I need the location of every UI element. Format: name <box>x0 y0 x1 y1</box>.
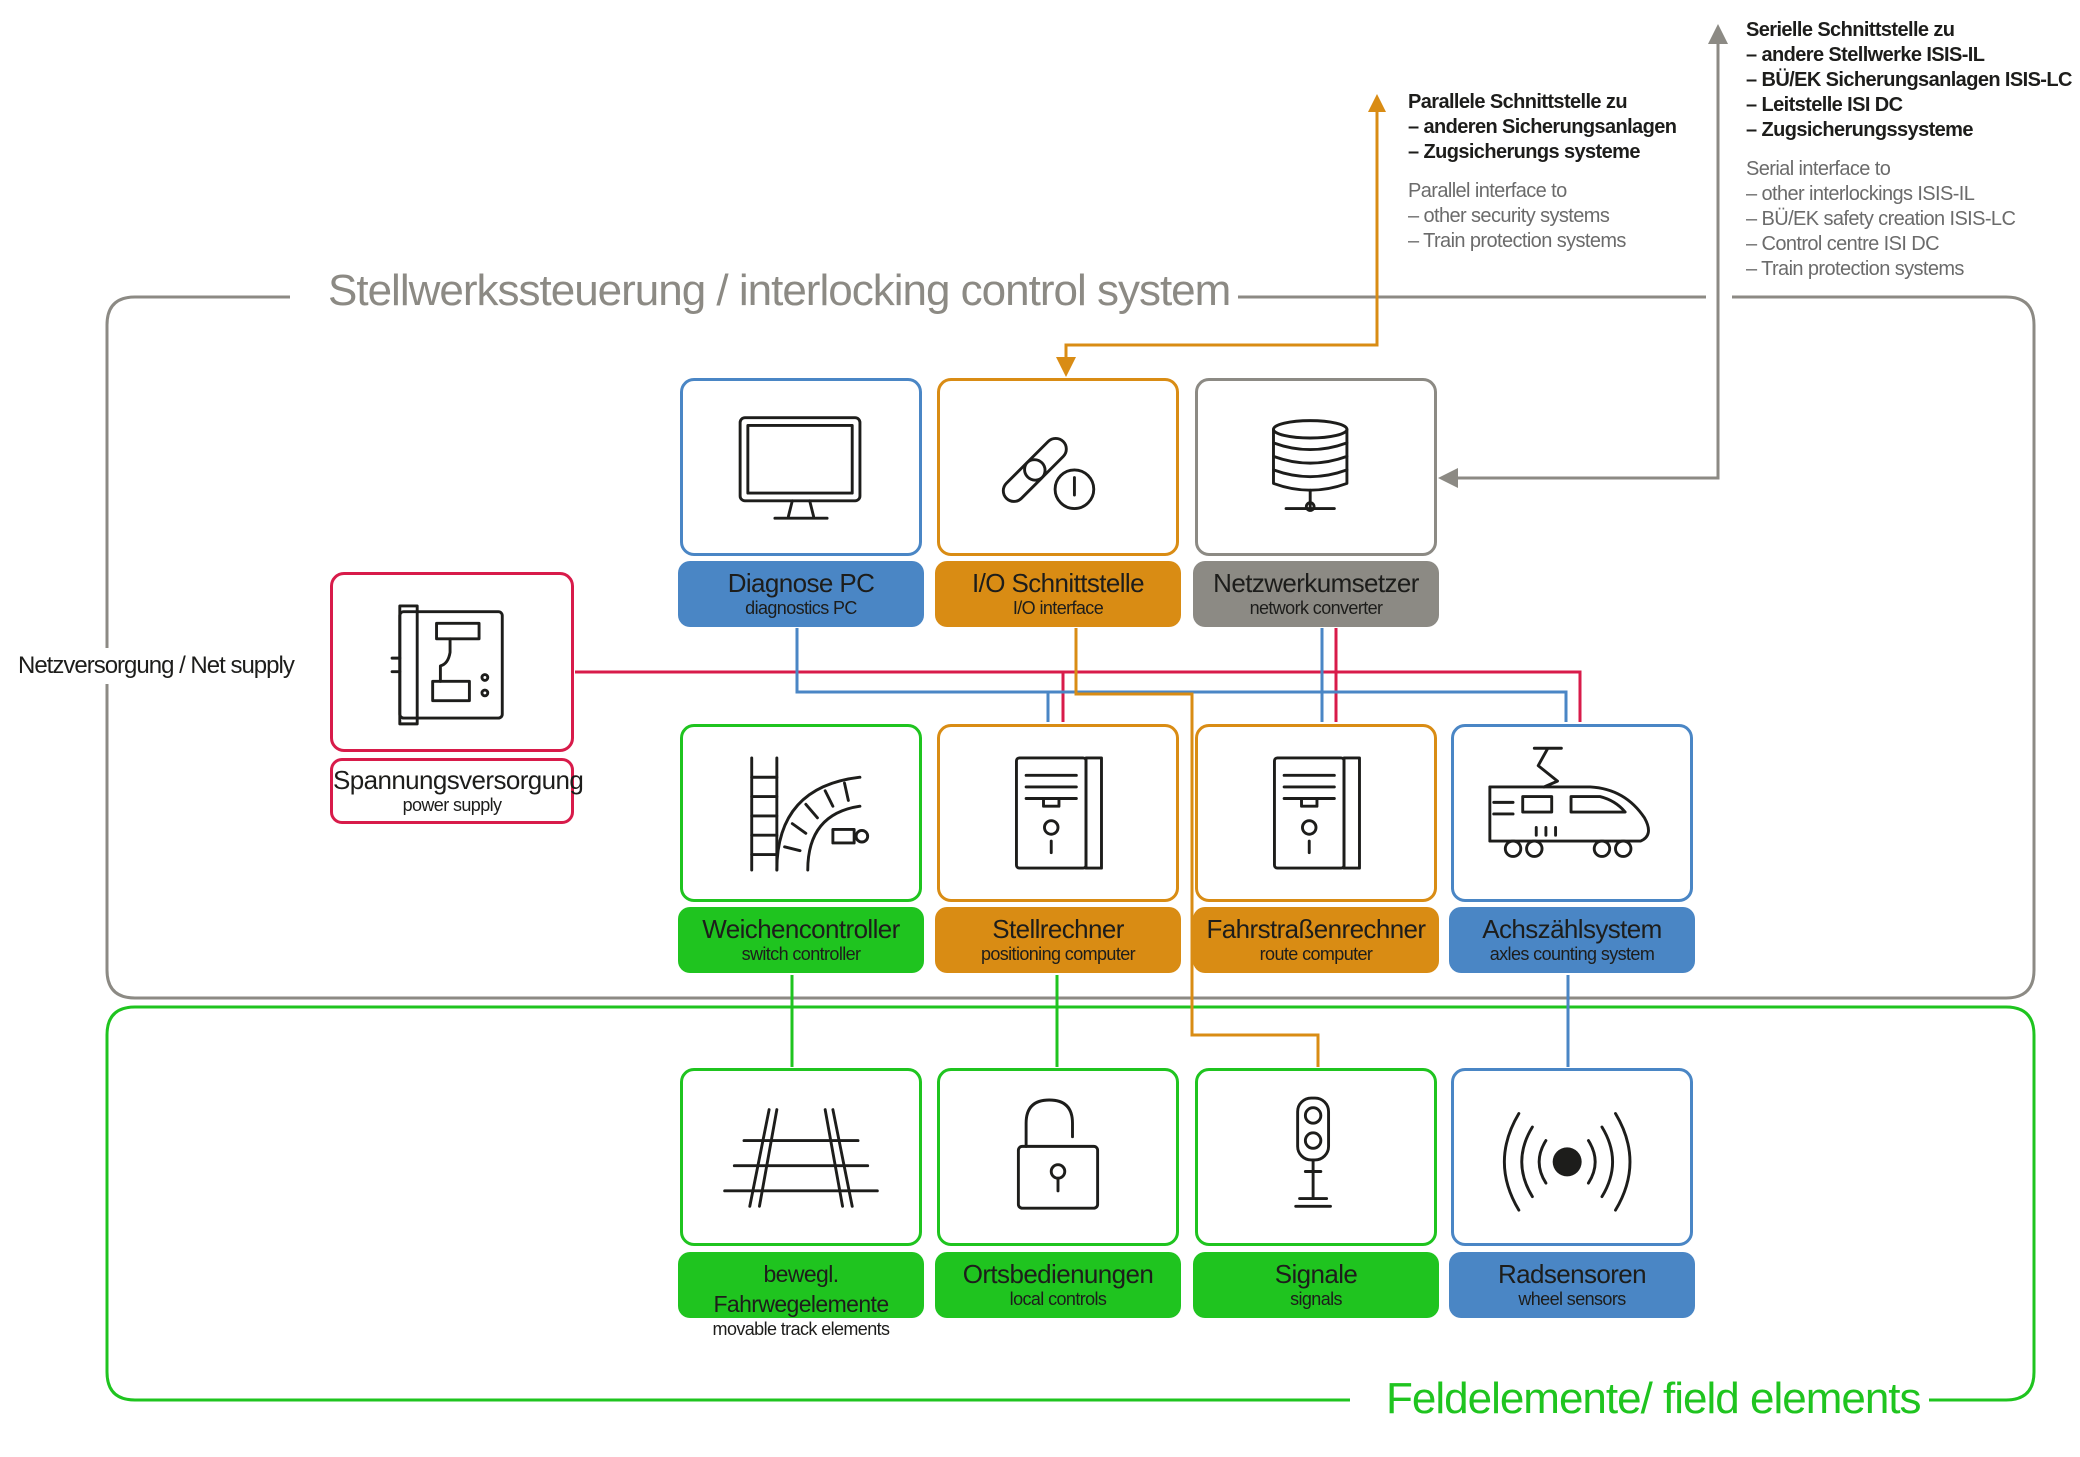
padlock-open-icon <box>1016 1098 1100 1210</box>
field-elements-title: Feldelemente/ field elements <box>1378 1370 1929 1428</box>
route-computer-box <box>1195 724 1437 902</box>
io-interface-box <box>937 378 1179 556</box>
positioning-computer-label: Stellrechner positioning computer <box>935 907 1181 973</box>
switch-controller-box <box>680 724 922 902</box>
axle-counting-box <box>1451 724 1693 902</box>
positioning-computer-box <box>937 724 1179 902</box>
wireless-sensor-icon <box>1503 1112 1632 1212</box>
note-title: Parallel interface to <box>1408 180 1567 202</box>
signals-label: Signale signals <box>1193 1252 1439 1318</box>
server-stack-icon <box>1272 419 1349 512</box>
monitor-icon <box>738 416 862 520</box>
computer-tower-icon <box>1273 756 1361 870</box>
rail-track-icon <box>723 1108 879 1208</box>
traffic-signal-icon <box>1294 1096 1332 1208</box>
route-computer-label: Fahrstraßenrechner route computer <box>1193 907 1439 973</box>
arrow-up-orange-icon <box>1368 94 1386 112</box>
note-item: – Leitstelle ISI DC <box>1746 94 1903 116</box>
note-item: – other interlockings ISIS-IL <box>1746 183 1975 205</box>
track-switch-icon <box>750 756 870 872</box>
power-supply-box <box>330 572 574 752</box>
note-item: – Control centre ISI DC <box>1746 233 1940 255</box>
note-item: – anderen Sicherungsanlagen <box>1408 116 1677 138</box>
network-converter-box <box>1195 378 1437 556</box>
arrow-up-grey-icon <box>1708 24 1728 44</box>
parallel-interface-note: Parallele Schnittstelle zu – anderen Sic… <box>1408 90 1677 254</box>
net-supply-label: Netzversorgung / Net supply <box>10 648 302 684</box>
note-item: – other security systems <box>1408 205 1610 227</box>
power-cabinet-icon <box>390 604 504 726</box>
arrow-left-grey-icon <box>1438 468 1458 488</box>
train-icon <box>1488 746 1650 858</box>
note-item: – BÜ/EK Sicherungsanlagen ISIS-LC <box>1746 69 2072 91</box>
note-item: – Train protection systems <box>1746 258 1964 280</box>
network-converter-label: Netzwerkumsetzer network converter <box>1193 561 1439 627</box>
note-title: Serielle Schnittstelle zu <box>1746 19 1955 41</box>
local-controls-label: Ortsbedienungen local controls <box>935 1252 1181 1318</box>
serial-interface-note: Serielle Schnittstelle zu – andere Stell… <box>1746 18 2072 282</box>
wheel-sensors-label: Radsensoren wheel sensors <box>1449 1252 1695 1318</box>
note-title: Serial interface to <box>1746 158 1891 180</box>
movable-track-box <box>680 1068 922 1246</box>
link-icon <box>1001 436 1096 510</box>
control-frame <box>105 295 2036 1000</box>
note-item: – andere Stellwerke ISIS-IL <box>1746 44 1985 66</box>
axle-counting-label: Achszählsystem axles counting system <box>1449 907 1695 973</box>
wheel-sensors-box <box>1451 1068 1693 1246</box>
diagnose-pc-label: Diagnose PC diagnostics PC <box>678 561 924 627</box>
arrow-down-orange-icon <box>1056 357 1076 377</box>
field-frame <box>105 1005 2036 1402</box>
local-controls-box <box>937 1068 1179 1246</box>
control-system-title: Stellwerkssteuerung / interlocking contr… <box>320 262 1239 320</box>
io-interface-label: I/O Schnittstelle I/O interface <box>935 561 1181 627</box>
note-item: – Zugsicherungs systeme <box>1408 141 1640 163</box>
note-item: – Zugsicherungssysteme <box>1746 119 1973 141</box>
power-supply-label: Spannungsversorgung power supply <box>330 758 584 824</box>
diagnose-pc-box <box>680 378 922 556</box>
note-title: Parallele Schnittstelle zu <box>1408 91 1628 113</box>
signals-box <box>1195 1068 1437 1246</box>
movable-track-label: bewegl. Fahrwegelemente movable track el… <box>678 1252 924 1339</box>
note-item: – BÜ/EK safety creation ISIS-LC <box>1746 208 2016 230</box>
note-item: – Train protection systems <box>1408 230 1626 252</box>
computer-tower-icon <box>1015 756 1103 870</box>
switch-controller-label: Weichencontroller switch controller <box>678 907 924 973</box>
